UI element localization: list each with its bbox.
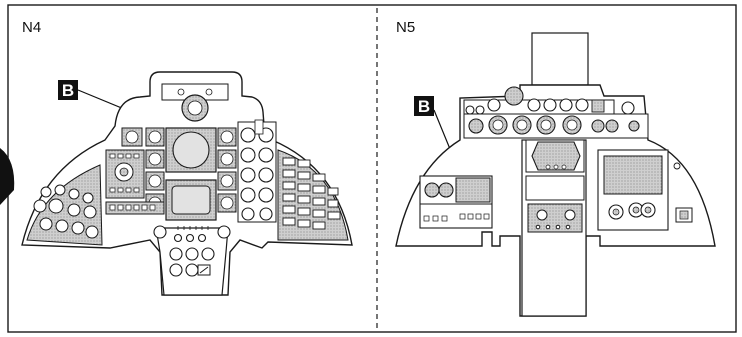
gauge-face	[125, 130, 139, 144]
n5-gauge-faces	[492, 119, 578, 131]
n5-center-display-buttons	[545, 164, 567, 170]
n5-center-display	[531, 141, 581, 171]
side-bracket	[254, 119, 264, 135]
n5-second-row-gauges	[468, 115, 640, 135]
panel-n5: N5 B	[395, 19, 716, 317]
callout-label-n5: B	[418, 97, 430, 116]
n5-right-knob-centers	[612, 206, 652, 216]
hud-control-inner-n4	[187, 100, 203, 116]
n5-left-subpanel-shaded	[455, 177, 491, 203]
switch-strip-toggles	[109, 204, 156, 211]
glareshield-n4	[161, 83, 229, 101]
panel-title-n4: N4	[22, 19, 41, 36]
pedestal-switch-lever	[199, 266, 209, 274]
top-tower-n5	[531, 32, 589, 86]
callout-box-n4	[58, 80, 78, 100]
n5-top-gauges	[465, 86, 635, 115]
panel-title-n5: N5	[396, 19, 415, 36]
knob-small	[205, 88, 213, 96]
n5-right-square-switch-inner	[679, 210, 689, 220]
n5-left-subpanel-knobs	[424, 182, 454, 198]
callout-label-n4: B	[62, 81, 74, 100]
right-center-gauge-faces	[220, 130, 234, 210]
pedestal-teeth	[177, 226, 209, 230]
callout-box-n5	[414, 96, 434, 116]
center-display-lower-screen-n4	[171, 185, 211, 215]
left-subpanel-switches	[109, 153, 140, 193]
edge-tab	[0, 148, 15, 205]
selector-knob-center	[119, 167, 129, 177]
knob-small	[177, 88, 185, 96]
right-wing-switches	[282, 157, 341, 230]
n5-top-indicator	[591, 99, 605, 113]
n5-center-control-knobs	[535, 209, 576, 230]
panel-n4: N4 B	[21, 19, 353, 296]
n5-right-subpanel-shaded	[603, 155, 663, 195]
n5-center-strip	[525, 175, 585, 201]
n5-left-subpanel-switches	[423, 213, 490, 222]
right-cluster-gauges	[240, 127, 274, 221]
pedestal-knobs	[153, 225, 231, 277]
center-display-scope-n4	[172, 131, 210, 169]
left-wing-gauges	[33, 184, 99, 239]
n5-right-indicator	[673, 162, 681, 170]
